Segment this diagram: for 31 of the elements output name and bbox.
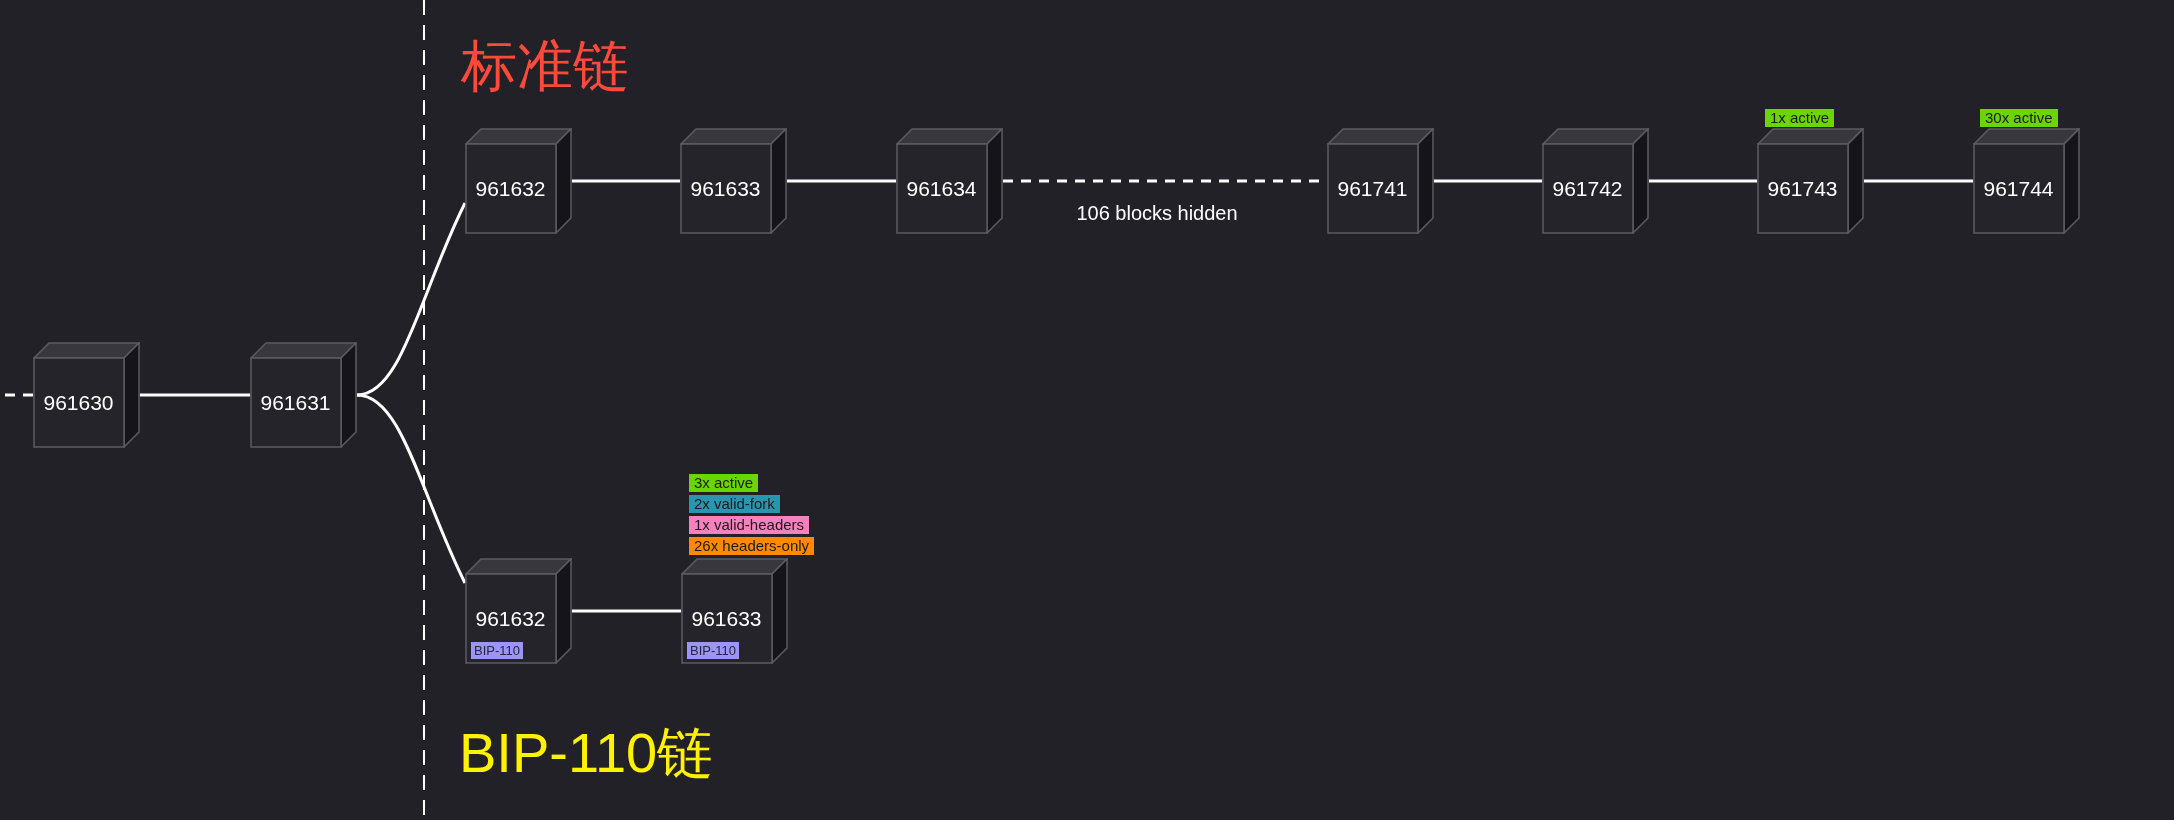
chain-heading: 标准链 [461, 37, 629, 95]
block-height: 961632 [475, 607, 546, 631]
status-tag: 26x headers-only [689, 537, 815, 555]
connector-line [572, 179, 680, 183]
block-height: 961744 [1983, 177, 2054, 201]
status-tag: 1x active [1765, 109, 1835, 127]
block-height: 961634 [906, 177, 977, 201]
status-tag: 1x valid-headers [689, 516, 810, 534]
block-height: 961743 [1767, 177, 1838, 201]
block-height: 961633 [691, 607, 762, 631]
connector-line [356, 393, 467, 584]
block-height: 961631 [260, 391, 331, 415]
status-tag: 30x active [1980, 109, 2058, 127]
fork-tag: BIP-110 [471, 642, 523, 659]
block-height: 961633 [690, 177, 761, 201]
chain-heading: BIP-110链 [459, 724, 714, 782]
block-height: 961742 [1552, 177, 1623, 201]
block-height: 961630 [43, 391, 114, 415]
connector-line [787, 179, 896, 183]
connector-line [1649, 179, 1757, 183]
fork-tag: BIP-110 [687, 642, 739, 659]
connector-line [140, 393, 250, 397]
block-height: 961632 [475, 177, 546, 201]
status-tag: 2x valid-fork [689, 495, 780, 513]
block-height: 961741 [1337, 177, 1408, 201]
status-tag: 3x active [689, 474, 759, 492]
connector-line [1864, 179, 1973, 183]
dashed-connector [5, 393, 33, 397]
connector-line [1434, 179, 1542, 183]
connector-line [572, 609, 681, 613]
connector-line [356, 202, 467, 397]
